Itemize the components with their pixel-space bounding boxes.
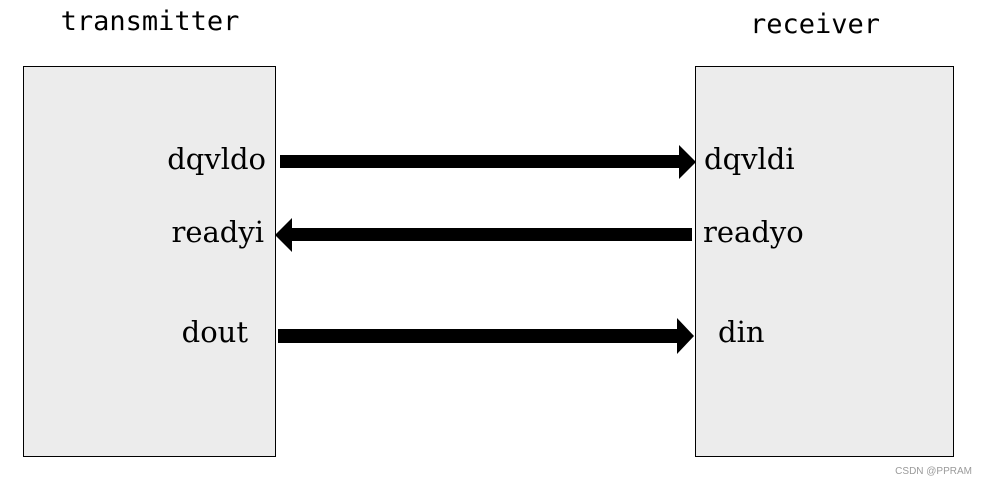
arrow-dout-to-din [278,318,694,354]
port-readyi-label: readyi [171,215,264,249]
receiver-box [695,66,954,457]
port-dqvldi-label: dqvldi [704,142,795,176]
port-readyo-label: readyo [703,215,804,249]
receiver-block: receiver dqvldi readyo din [695,9,954,457]
transmitter-title: transmitter [61,6,240,37]
transmitter-block: transmitter dqvldo readyi dout [23,6,276,457]
watermark-text: CSDN @PPRAM [895,466,972,477]
arrow-readyo-to-readyi [275,218,692,252]
port-din-label: din [718,315,765,349]
connections [275,145,696,354]
arrow-dqvldo-to-dqvldi [280,145,696,179]
port-dout-label: dout [182,315,249,349]
transmitter-box [23,66,276,457]
port-dqvldo-label: dqvldo [167,142,266,176]
receiver-title: receiver [750,9,880,40]
